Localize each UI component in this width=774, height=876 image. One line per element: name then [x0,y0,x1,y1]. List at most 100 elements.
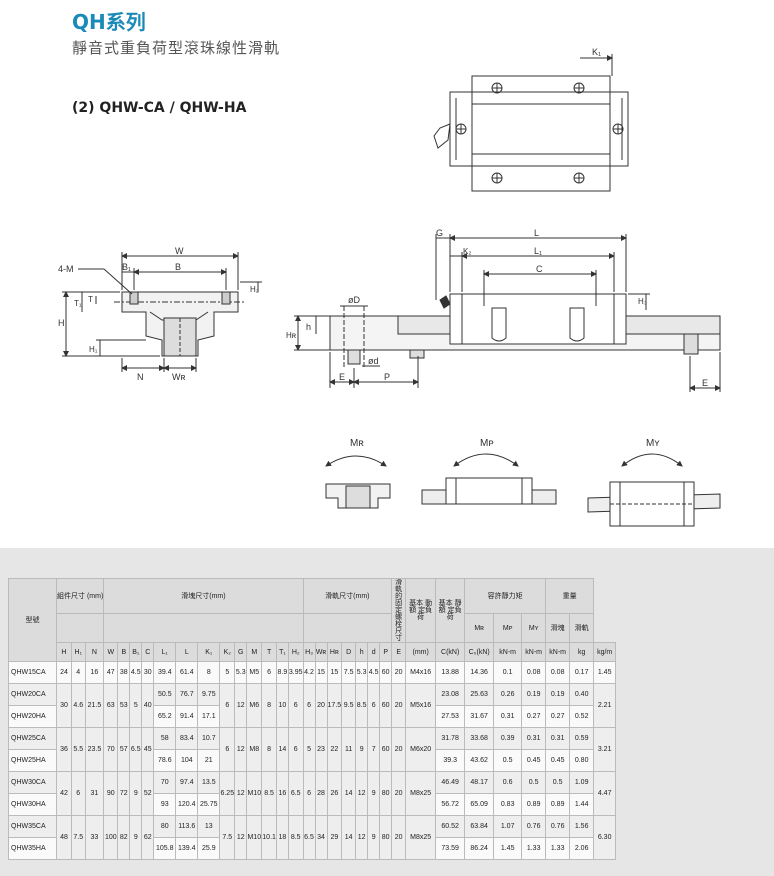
moment-my-icon [587,453,721,527]
value-cell: 76.7 [175,683,199,706]
value-cell: 17.1 [197,705,221,728]
side-view [294,234,721,392]
th-block-spacer [103,613,304,643]
value-cell: M8 [246,727,263,772]
value-cell: 1.33 [521,837,547,860]
value-cell: 7.5 [219,815,236,860]
value-cell: 0.08 [521,661,547,684]
model-cell: QHW25CA [8,727,57,750]
value-cell: 20 [314,683,328,728]
value-cell: 6 [367,683,381,728]
label-t: T [88,295,93,304]
value-cell: 13.88 [435,661,466,684]
spec-table: 型號 組件尺寸 (mm) 滑塊尺寸(mm) 滑軌尺寸(mm) 滑軌的 固定螺 栓… [8,577,617,860]
th-sub-16: H₃ [302,642,316,662]
value-cell: 38 [117,661,131,684]
value-cell: 20 [391,771,407,816]
th-sub-14: T₁ [275,642,289,662]
label-w: W [175,246,184,256]
label-wr: Wʀ [172,372,185,382]
value-cell: 9 [367,771,381,816]
value-cell: 120.4 [175,793,199,816]
value-cell: 4.5 [129,661,143,684]
value-cell: 8.5 [261,771,277,816]
value-cell: 8.5 [355,683,369,728]
value-cell: 3.95 [287,661,304,684]
th-sub-27: kN-m [493,642,523,662]
label-l: L [534,228,539,238]
th-weight-rail: 滑軌 [569,613,595,643]
value-cell: 0.83 [493,793,523,816]
value-cell: 86.24 [464,837,495,860]
value-cell: 78.6 [153,749,177,772]
value-cell: 4.5 [367,661,381,684]
label-4m: 4-M [58,264,74,274]
value-cell: 9 [129,815,143,860]
value-cell: 60 [379,683,393,728]
value-cell: 48 [56,815,72,860]
value-cell: 0.17 [569,661,595,684]
value-cell: M5x16 [405,683,437,728]
label-d-small: ød [368,356,379,366]
value-cell: 113.6 [175,815,199,838]
value-cell: 10 [275,683,289,728]
value-cell: 73.59 [435,837,466,860]
th-weight: 重量 [545,577,595,615]
value-cell: 6 [70,771,86,816]
value-cell: 0.89 [545,793,571,816]
value-cell: 60 [379,727,393,772]
label-p: P [384,372,390,382]
value-cell: M4x16 [405,661,437,684]
value-cell: 6 [261,661,277,684]
value-cell: 9 [367,815,381,860]
value-cell: 7.5 [70,815,86,860]
value-cell: 63.84 [464,815,495,838]
th-sub-28: kN-m [521,642,547,662]
value-cell: 24 [56,661,72,684]
th-sub-17: Wʀ [314,642,328,662]
value-cell: 80 [379,815,393,860]
value-cell: 8 [197,661,221,684]
value-cell: 1.09 [569,771,595,794]
value-cell: 15 [314,661,328,684]
label-k2: K₂ [463,247,471,256]
value-cell: 8.5 [287,815,304,860]
label-h: H [58,318,65,328]
value-cell: 13 [197,815,221,838]
label-h2: H₂ [250,285,259,294]
value-cell: 16 [84,661,105,684]
technical-drawing: K₁ [58,47,721,527]
value-cell: 3.21 [593,727,617,772]
value-cell: 63 [103,683,119,728]
label-k1: K₁ [592,47,601,57]
value-cell: 100 [103,815,119,860]
value-cell: 7.5 [341,661,357,684]
value-cell: 6 [302,683,316,728]
th-sub-7: L₁ [153,642,177,662]
value-cell: 104 [175,749,199,772]
value-cell: 58 [153,727,177,750]
value-cell: 91.4 [175,705,199,728]
th-my: Mʏ [521,613,547,643]
value-cell: 12 [234,771,248,816]
th-sub-6: C [141,642,155,662]
value-cell: 80 [379,771,393,816]
value-cell: 36 [56,727,72,772]
value-cell: 20 [391,661,407,684]
value-cell: 5 [129,683,143,728]
value-cell: 13.5 [197,771,221,794]
value-cell: 139.4 [175,837,199,860]
value-cell: 20 [391,727,407,772]
value-cell: 53 [117,683,131,728]
value-cell: 28 [314,771,328,816]
value-cell: 60.52 [435,815,466,838]
value-cell: 0.31 [545,727,571,750]
value-cell: 1.33 [545,837,571,860]
value-cell: 4.47 [593,771,617,816]
value-cell: 31 [84,771,105,816]
value-cell: 5.5 [70,727,86,772]
th-sub-21: d [367,642,381,662]
value-cell: 12 [355,815,369,860]
